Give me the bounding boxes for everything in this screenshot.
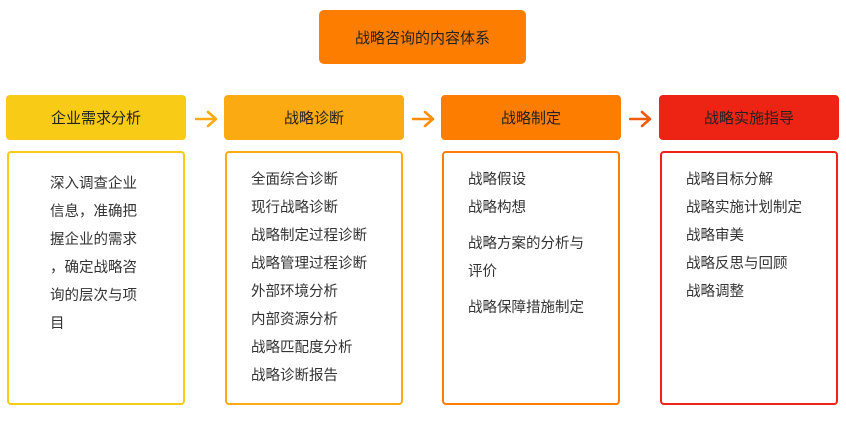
stage-item: 战略假设	[468, 172, 526, 188]
stage-item: ，确定战略咨	[50, 260, 137, 276]
stage-body: 战略假设 战略构想 战略方案的分析与 评价 战略保障措施制定	[442, 151, 620, 405]
arrow-right-icon	[629, 110, 652, 128]
stage-header-label: 战略诊断	[283, 109, 344, 127]
stage-item: 战略方案的分析与	[468, 236, 584, 252]
stage-strategy-diagnosis: 战略诊断 全面综合诊断 现行战略诊断 战略制定过程诊断 战略管理过程诊断 外部环…	[224, 95, 404, 405]
stage-item: 战略反思与回顾	[686, 256, 788, 272]
stage-item: 战略匹配度分析	[251, 340, 353, 356]
stage-item: 现行战略诊断	[251, 200, 338, 216]
diagram-title-text: 战略咨询的内容体系	[354, 28, 490, 47]
stage-item: 战略构想	[468, 200, 526, 216]
stage-item: 信息，准确把	[50, 204, 137, 220]
stage-header: 企业需求分析	[6, 95, 186, 140]
stage-item: 战略管理过程诊断	[251, 256, 367, 272]
stage-item: 目	[50, 316, 65, 332]
stage-item: 询的层次与项	[50, 288, 137, 304]
stage-item: 战略目标分解	[686, 172, 773, 188]
stage-header: 战略实施指导	[659, 95, 839, 140]
stage-body: 深入调查企业 信息，准确把 握企业的需求 ，确定战略咨 询的层次与项 目	[7, 151, 185, 405]
stage-header-label: 企业需求分析	[50, 109, 141, 127]
stage-strategy-formulation: 战略制定 战略假设 战略构想 战略方案的分析与 评价 战略保障措施制定	[441, 95, 621, 405]
stage-item: 评价	[468, 264, 497, 280]
stage-header-label: 战略实施指导	[703, 109, 794, 127]
stage-body: 全面综合诊断 现行战略诊断 战略制定过程诊断 战略管理过程诊断 外部环境分析 内…	[225, 151, 403, 405]
arrow-right-icon	[412, 110, 435, 128]
stage-item: 战略制定过程诊断	[251, 228, 367, 244]
stage-implementation-guidance: 战略实施指导 战略目标分解 战略实施计划制定 战略审美 战略反思与回顾 战略调整	[659, 95, 839, 405]
stage-item: 战略诊断报告	[251, 368, 338, 384]
stage-item: 战略实施计划制定	[686, 200, 802, 216]
stage-item: 外部环境分析	[251, 284, 338, 300]
stage-body: 战略目标分解 战略实施计划制定 战略审美 战略反思与回顾 战略调整	[660, 151, 838, 405]
stage-item: 全面综合诊断	[251, 172, 338, 188]
stage-header: 战略制定	[441, 95, 621, 140]
stage-item: 战略调整	[686, 284, 744, 300]
arrow-right-icon	[195, 110, 218, 128]
stage-item: 内部资源分析	[251, 312, 338, 328]
stage-item: 战略审美	[686, 228, 744, 244]
stage-item: 深入调查企业	[50, 176, 137, 192]
stage-item: 握企业的需求	[50, 232, 137, 248]
stage-requirements-analysis: 企业需求分析 深入调查企业 信息，准确把 握企业的需求 ，确定战略咨 询的层次与…	[6, 95, 186, 405]
stage-item: 战略保障措施制定	[468, 300, 584, 316]
diagram-title: 战略咨询的内容体系	[319, 10, 526, 64]
stage-header-label: 战略制定	[500, 109, 561, 127]
stage-header: 战略诊断	[224, 95, 404, 140]
